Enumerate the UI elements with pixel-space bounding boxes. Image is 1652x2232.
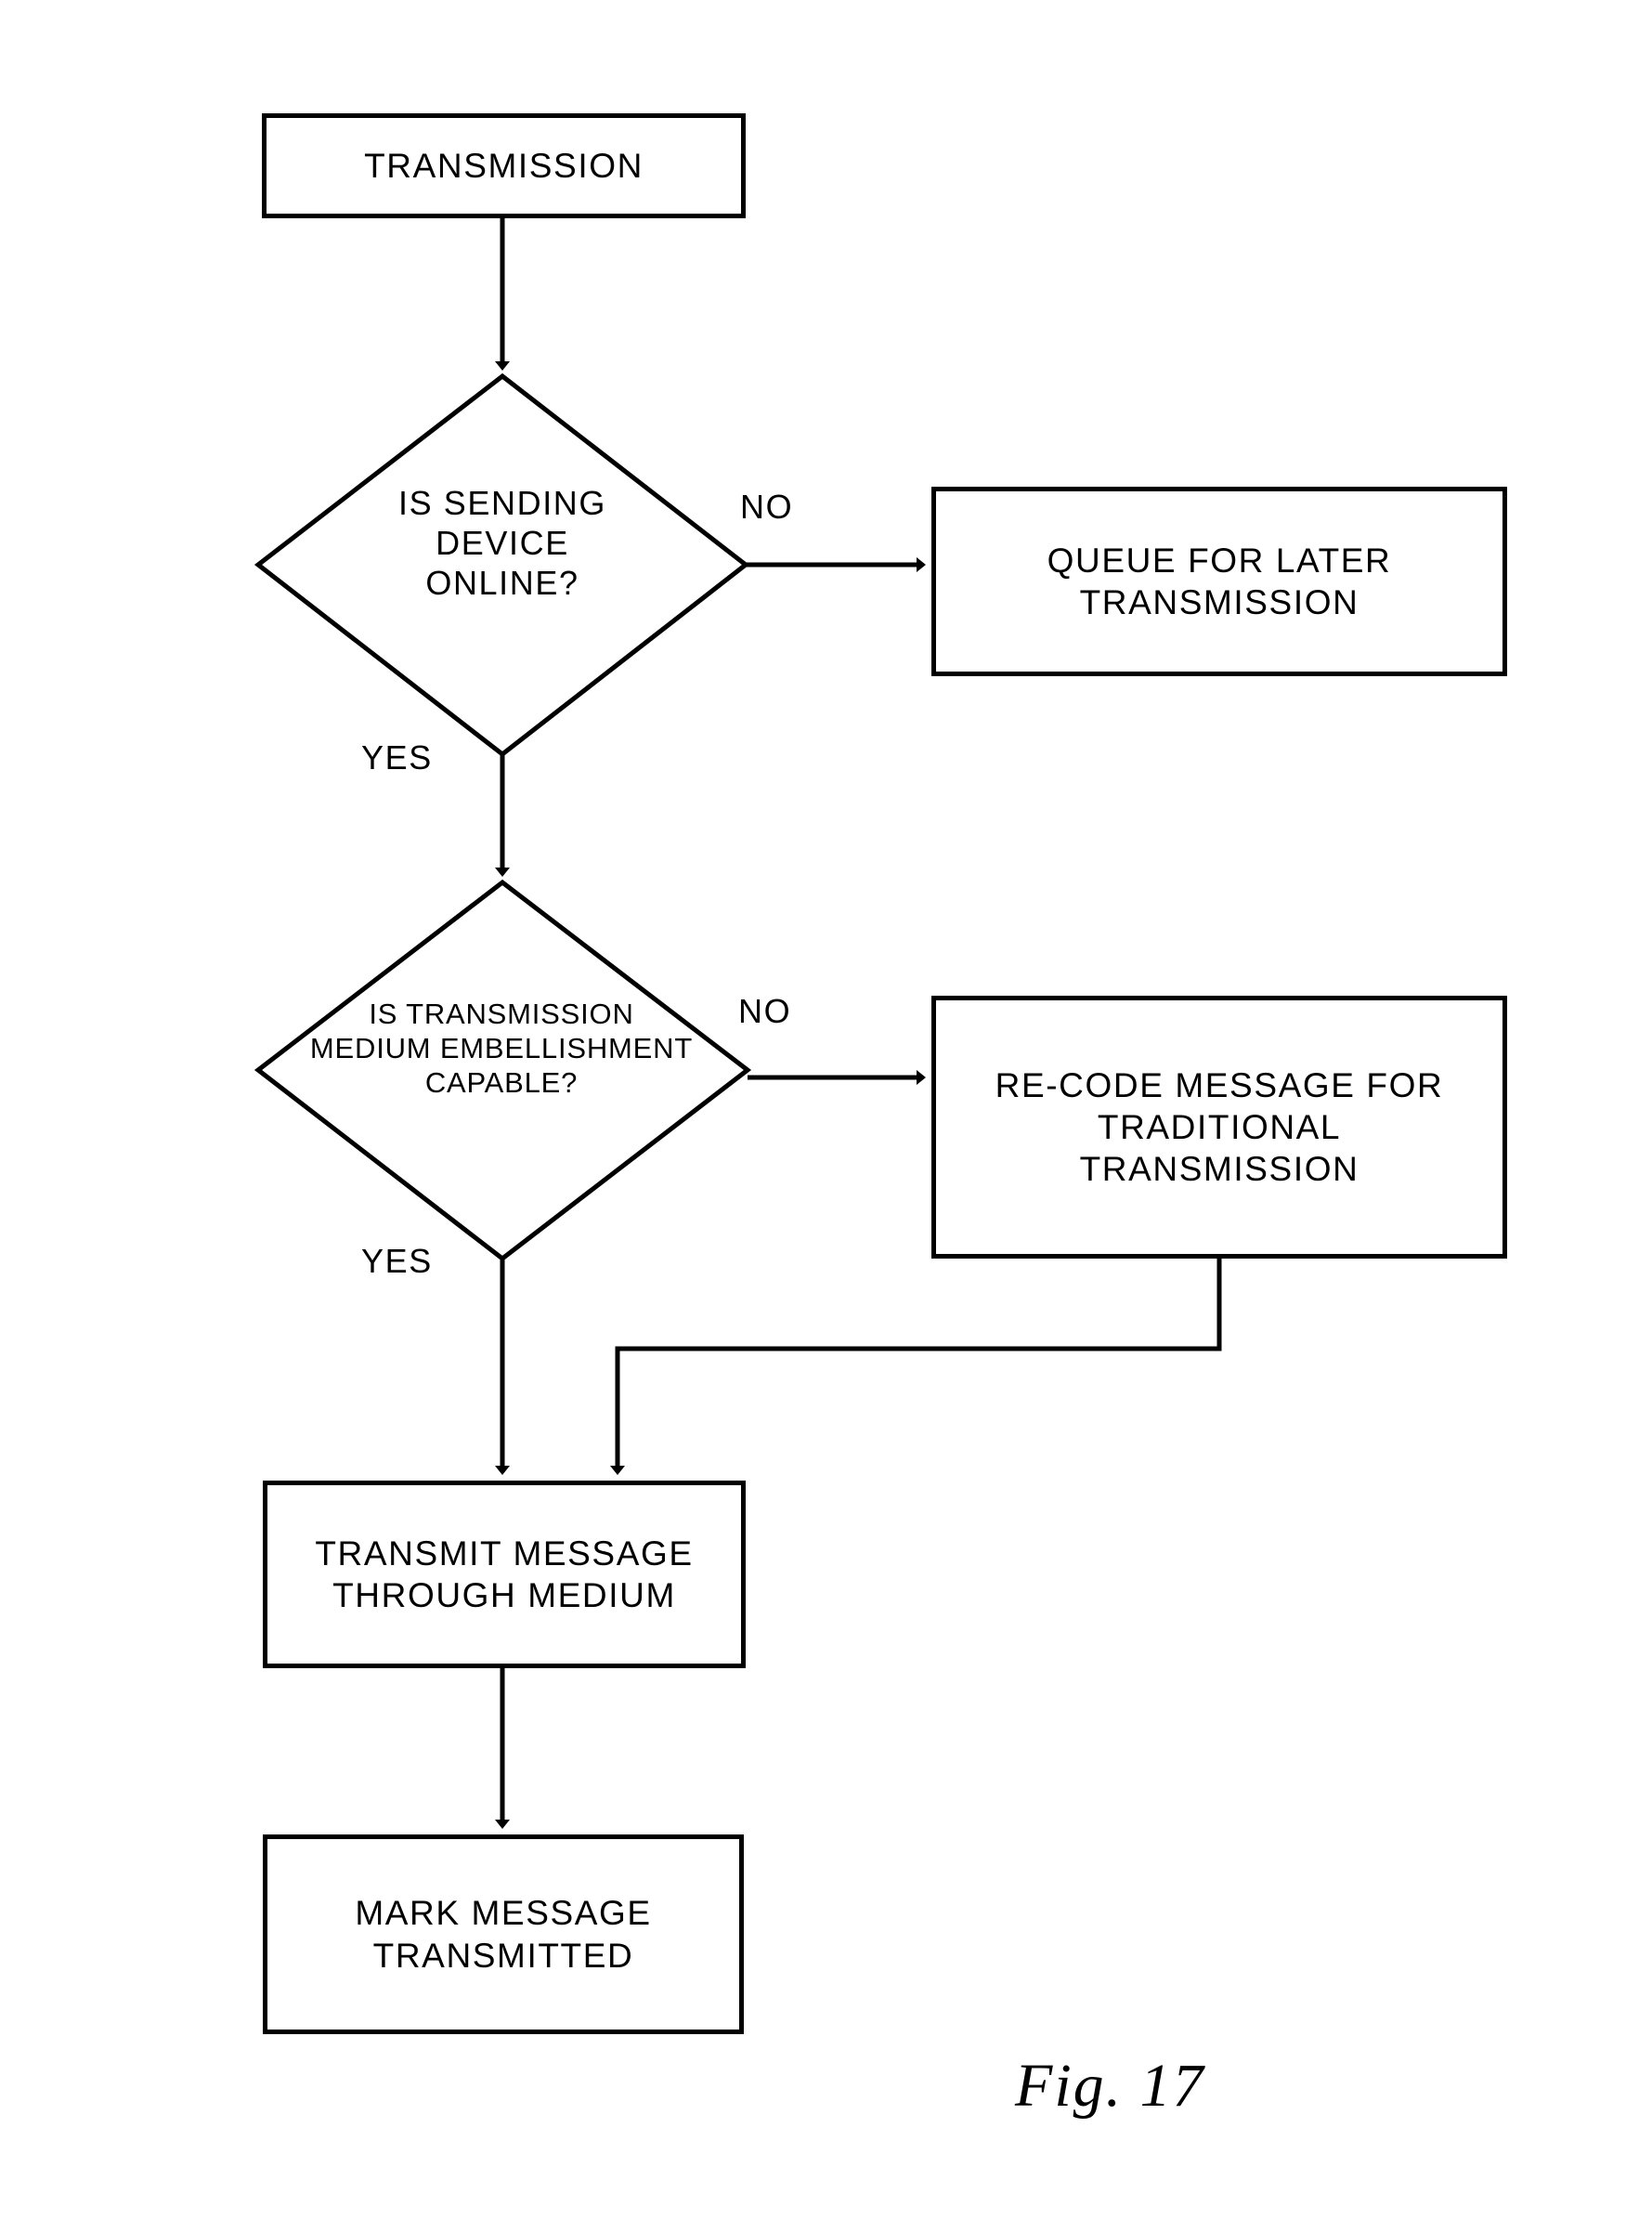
node-transmission-start-label: TRANSMISSION xyxy=(364,146,644,185)
edge-label-online-no: NO xyxy=(740,488,794,526)
node-transmit-message-label: TRANSMIT MESSAGE THROUGH MEDIUM xyxy=(315,1534,694,1614)
node-recode-message-label: RE-CODE MESSAGE FOR TRADITIONAL TRANSMIS… xyxy=(995,1065,1444,1189)
edge-label-embellishment-yes: YES xyxy=(361,1242,433,1280)
edge-label-online-yes: YES xyxy=(361,738,433,777)
node-queue-for-later-label: QUEUE FOR LATER TRANSMISSION xyxy=(1047,541,1392,621)
node-recode-message: RE-CODE MESSAGE FOR TRADITIONAL TRANSMIS… xyxy=(931,996,1507,1259)
node-transmit-message: TRANSMIT MESSAGE THROUGH MEDIUM xyxy=(263,1481,746,1668)
edge-recode-to-transmit xyxy=(610,1259,1222,1475)
node-mark-message-label: MARK MESSAGE TRANSMITTED xyxy=(355,1894,652,1975)
node-queue-for-later: QUEUE FOR LATER TRANSMISSION xyxy=(931,487,1507,676)
decision-embellishment-diamond xyxy=(254,879,752,1262)
decision-online-diamond xyxy=(254,372,750,758)
figure-caption: Fig. 17 xyxy=(1015,2052,1205,2120)
node-mark-message: MARK MESSAGE TRANSMITTED xyxy=(263,1834,744,2034)
edge-label-embellishment-no: NO xyxy=(738,992,792,1030)
node-transmission-start: TRANSMISSION xyxy=(262,113,746,218)
